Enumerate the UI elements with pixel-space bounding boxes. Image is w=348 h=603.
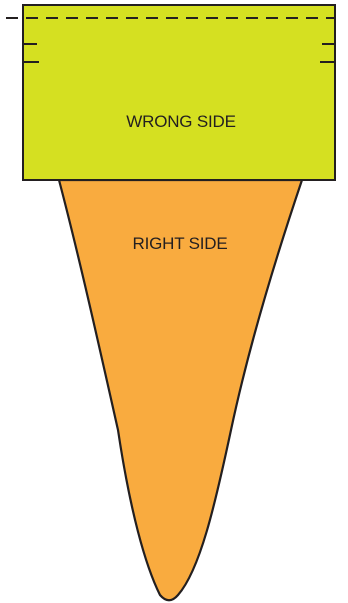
right-side-label: RIGHT SIDE bbox=[133, 234, 228, 253]
wrong-side-panel bbox=[23, 5, 335, 180]
wrong-side-label: WRONG SIDE bbox=[126, 112, 235, 131]
